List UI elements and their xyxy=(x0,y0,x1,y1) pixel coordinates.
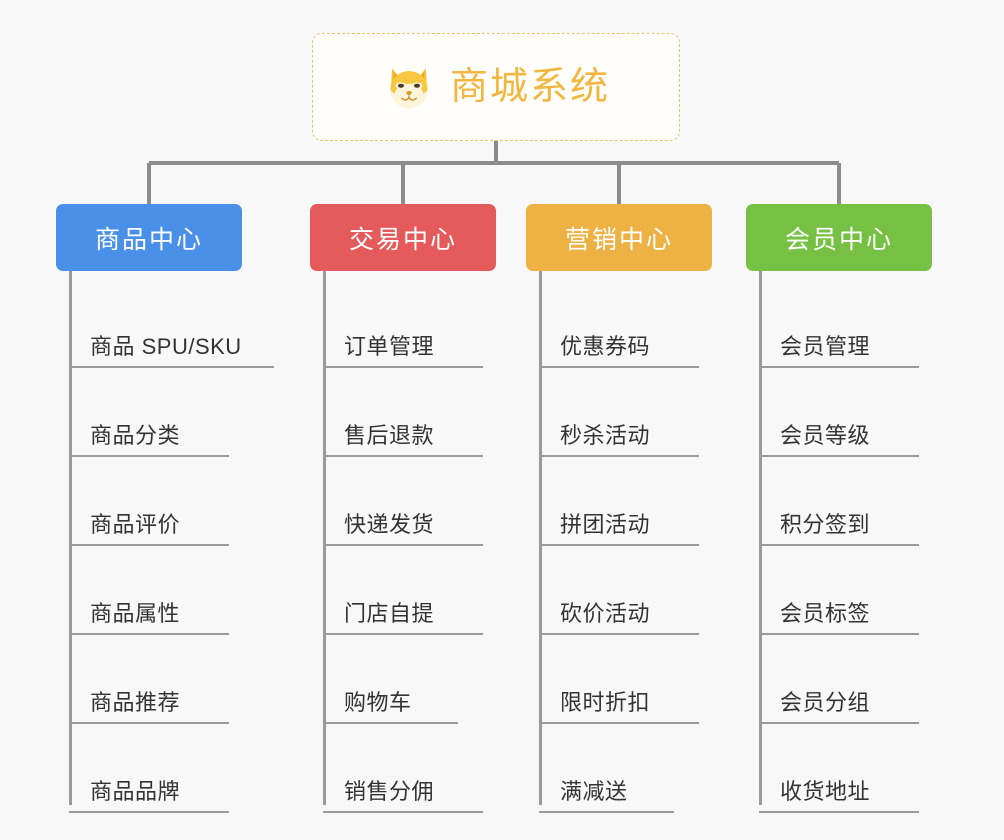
branch-head-product-center[interactable]: 商品中心 xyxy=(56,204,242,271)
leaf-underline xyxy=(539,544,699,546)
leaf-spine xyxy=(759,271,762,805)
leaf-item[interactable]: 会员标签 xyxy=(746,546,966,635)
leaf-underline xyxy=(69,811,229,813)
leaf-underline xyxy=(323,722,458,724)
branch-head-member-center[interactable]: 会员中心 xyxy=(746,204,932,271)
branch-column-trade-center: 交易中心 订单管理 售后退款 快递发货 门店自提 xyxy=(310,204,530,813)
leaf-item-label: 商品 SPU/SKU xyxy=(90,334,242,359)
leaf-item[interactable]: 积分签到 xyxy=(746,457,966,546)
root-node-title: 商城系统 xyxy=(449,66,610,108)
branch-column-marketing-center: 营销中心 优惠券码 秒杀活动 拼团活动 砍价活动 xyxy=(526,204,746,813)
leaf-item-label: 商品分类 xyxy=(90,423,181,448)
leaf-underline xyxy=(539,722,699,724)
leaf-underline xyxy=(69,366,274,368)
leaf-underline xyxy=(759,455,919,457)
leaf-underline xyxy=(69,633,229,635)
leaf-spine xyxy=(539,271,542,805)
leaf-item-label: 会员分组 xyxy=(780,690,871,715)
leaf-underline xyxy=(539,455,699,457)
leaf-item-label: 积分签到 xyxy=(780,512,871,537)
leaf-item[interactable]: 商品品牌 xyxy=(56,724,276,813)
leaf-item-label: 快递发货 xyxy=(344,512,435,537)
leaf-list-member-center: 会员管理 会员等级 积分签到 会员标签 会员分组 xyxy=(746,271,966,813)
leaf-item-label: 销售分佣 xyxy=(344,779,435,804)
leaf-item-label: 商品属性 xyxy=(90,601,181,626)
leaf-item[interactable]: 售后退款 xyxy=(310,368,530,457)
leaf-item[interactable]: 砍价活动 xyxy=(526,546,746,635)
leaf-spine xyxy=(323,271,326,805)
leaf-item[interactable]: 会员分组 xyxy=(746,635,966,724)
leaf-item-label: 购物车 xyxy=(344,690,412,715)
leaf-item[interactable]: 商品 SPU/SKU xyxy=(56,279,276,368)
leaf-underline xyxy=(323,811,483,813)
leaf-item[interactable]: 商品推荐 xyxy=(56,635,276,724)
branch-head-label: 会员中心 xyxy=(784,225,893,254)
leaf-item-label: 砍价活动 xyxy=(560,601,651,626)
branch-column-member-center: 会员中心 会员管理 会员等级 积分签到 会员标签 xyxy=(746,204,966,813)
leaf-list-marketing-center: 优惠券码 秒杀活动 拼团活动 砍价活动 限时折扣 xyxy=(526,271,746,813)
leaf-underline xyxy=(323,366,483,368)
leaf-item-label: 收货地址 xyxy=(780,779,871,804)
leaf-item[interactable]: 拼团活动 xyxy=(526,457,746,546)
leaf-underline xyxy=(539,366,699,368)
branch-head-trade-center[interactable]: 交易中心 xyxy=(310,204,496,271)
leaf-underline xyxy=(539,811,674,813)
leaf-underline xyxy=(759,544,919,546)
leaf-item[interactable]: 商品评价 xyxy=(56,457,276,546)
leaf-item[interactable]: 门店自提 xyxy=(310,546,530,635)
leaf-item-label: 限时折扣 xyxy=(560,690,651,715)
leaf-item-label: 会员标签 xyxy=(780,601,871,626)
leaf-underline xyxy=(323,544,483,546)
leaf-item-label: 满减送 xyxy=(560,779,628,804)
leaf-item[interactable]: 收货地址 xyxy=(746,724,966,813)
leaf-item[interactable]: 会员管理 xyxy=(746,279,966,368)
leaf-item-label: 商品评价 xyxy=(90,512,181,537)
leaf-item[interactable]: 限时折扣 xyxy=(526,635,746,724)
leaf-underline xyxy=(69,722,229,724)
leaf-item-label: 秒杀活动 xyxy=(560,423,651,448)
leaf-list-trade-center: 订单管理 售后退款 快递发货 门店自提 购物车 xyxy=(310,271,530,813)
leaf-item[interactable]: 购物车 xyxy=(310,635,530,724)
leaf-item-label: 售后退款 xyxy=(344,423,435,448)
leaf-list-product-center: 商品 SPU/SKU 商品分类 商品评价 商品属性 商品推荐 xyxy=(56,271,276,813)
leaf-item[interactable]: 快递发货 xyxy=(310,457,530,546)
leaf-underline xyxy=(759,811,919,813)
root-node-mall-system[interactable]: 商城系统 xyxy=(312,33,680,141)
leaf-item-label: 会员等级 xyxy=(780,423,871,448)
branch-head-label: 交易中心 xyxy=(348,225,457,254)
leaf-spine xyxy=(69,271,72,805)
leaf-underline xyxy=(69,455,229,457)
leaf-underline xyxy=(759,366,919,368)
leaf-item[interactable]: 满减送 xyxy=(526,724,746,813)
leaf-item-label: 优惠券码 xyxy=(560,334,651,359)
leaf-item-label: 会员管理 xyxy=(780,334,871,359)
leaf-underline xyxy=(323,633,483,635)
leaf-item-label: 拼团活动 xyxy=(560,512,651,537)
leaf-underline xyxy=(759,722,919,724)
shiba-dog-face-icon xyxy=(390,68,428,109)
leaf-item[interactable]: 会员等级 xyxy=(746,368,966,457)
leaf-item-label: 商品品牌 xyxy=(90,779,181,804)
leaf-item-label: 门店自提 xyxy=(344,601,435,626)
leaf-item[interactable]: 优惠券码 xyxy=(526,279,746,368)
leaf-item[interactable]: 商品分类 xyxy=(56,368,276,457)
branch-head-label: 商品中心 xyxy=(94,225,203,254)
leaf-underline xyxy=(323,455,483,457)
leaf-item[interactable]: 销售分佣 xyxy=(310,724,530,813)
branch-head-label: 营销中心 xyxy=(564,225,673,254)
leaf-item[interactable]: 秒杀活动 xyxy=(526,368,746,457)
leaf-underline xyxy=(69,544,229,546)
leaf-item-label: 商品推荐 xyxy=(90,690,181,715)
leaf-item[interactable]: 商品属性 xyxy=(56,546,276,635)
branch-head-marketing-center[interactable]: 营销中心 xyxy=(526,204,712,271)
leaf-underline xyxy=(759,633,919,635)
branch-column-product-center: 商品中心 商品 SPU/SKU 商品分类 商品评价 商品属性 xyxy=(56,204,276,813)
leaf-item[interactable]: 订单管理 xyxy=(310,279,530,368)
leaf-item-label: 订单管理 xyxy=(344,334,435,359)
leaf-underline xyxy=(539,633,699,635)
